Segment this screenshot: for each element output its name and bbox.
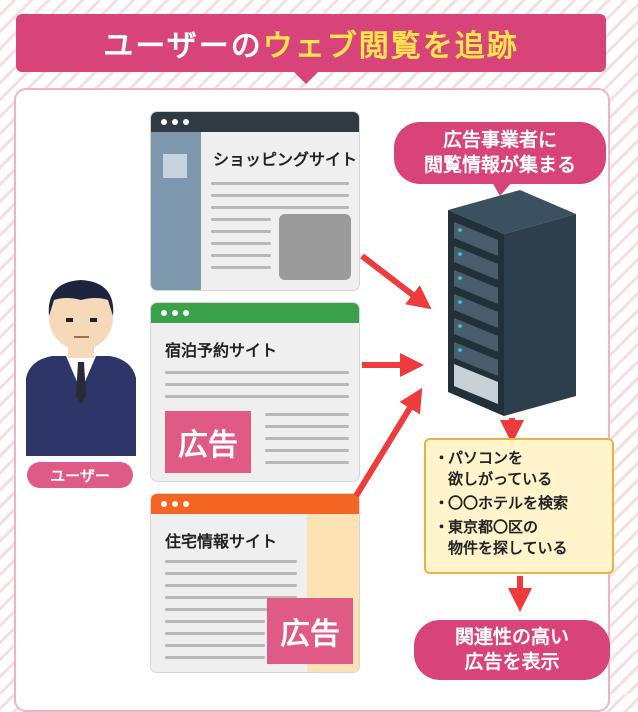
server-callout: 広告事業者に 閲覧情報が集まる	[394, 122, 606, 184]
ad-banner: 広告	[165, 411, 251, 473]
user-figure	[26, 280, 136, 456]
banner-pointer	[293, 71, 319, 84]
text-line	[211, 242, 271, 245]
server-callout-line-1: 広告事業者に	[442, 129, 557, 151]
text-line	[165, 656, 265, 659]
info-line: 物件を探している	[448, 539, 568, 557]
info-line: 欲しがっている	[448, 470, 553, 488]
info-bullet: ・	[434, 449, 450, 467]
callout-pointer	[492, 182, 512, 196]
window-dot-icon	[183, 310, 189, 316]
text-line	[165, 608, 297, 611]
window-dot-icon	[161, 310, 167, 316]
text-line	[211, 266, 271, 269]
browser-window-shopping: ショッピングサイト	[151, 112, 359, 290]
text-line	[165, 584, 297, 587]
info-line: パソコンを	[448, 449, 524, 467]
result-callout: 関連性の高い 広告を表示	[414, 620, 610, 680]
text-line	[265, 437, 349, 440]
text-line	[265, 425, 349, 428]
user-suit-icon	[26, 356, 136, 456]
text-line	[211, 182, 349, 185]
window-dot-icon	[161, 119, 167, 125]
result-callout-line-2: 広告を表示	[464, 651, 560, 673]
text-line	[165, 560, 297, 563]
server-rack-icon	[448, 190, 576, 416]
text-line	[165, 596, 297, 599]
text-line	[211, 206, 349, 209]
title-banner: ユーザーのウェブ閲覧を追跡	[16, 14, 606, 72]
window-dot-icon	[172, 119, 178, 125]
window-dot-icon	[172, 310, 178, 316]
text-line	[211, 218, 271, 221]
title-part-2: ウェブ閲覧を追跡	[262, 29, 519, 64]
user-tie-icon	[76, 362, 86, 404]
info-bullet: ・	[434, 518, 450, 536]
site-name-shopping: ショッピングサイト	[213, 150, 358, 169]
collected-info-box: ・ パソコンを 欲しがっている ・ 〇〇ホテルを検索 ・ 東京都〇区の 物件を探…	[424, 438, 614, 574]
title-part-1: ユーザーの	[103, 29, 263, 64]
browser-titlebar	[151, 494, 359, 514]
text-line	[211, 194, 349, 197]
text-line	[165, 620, 265, 623]
flow-arrows	[353, 253, 532, 612]
text-line	[265, 449, 349, 452]
browser-titlebar	[151, 303, 359, 323]
info-line: 東京都〇区の	[448, 518, 539, 536]
ad-banner: 広告	[267, 598, 353, 664]
browser-window-housing: 住宅情報サイト 広告	[151, 494, 359, 672]
text-line	[165, 395, 349, 398]
server-callout-line-2: 閲覧情報が集まる	[423, 154, 576, 176]
arrow-shopping-to-server	[360, 253, 432, 310]
window-dot-icon	[183, 501, 189, 507]
text-line	[211, 230, 271, 233]
user-label: ユーザー	[27, 462, 133, 488]
text-line	[211, 254, 271, 257]
browser-titlebar	[151, 112, 359, 132]
text-line	[265, 413, 349, 416]
product-image-placeholder	[279, 214, 351, 280]
browser-window-hotel: 宿泊予約サイト 広告	[151, 303, 359, 481]
text-line	[165, 371, 349, 374]
window-dot-icon	[161, 501, 167, 507]
info-line: 〇〇ホテルを検索	[448, 494, 569, 512]
site-name-housing: 住宅情報サイト	[165, 532, 278, 551]
text-line	[265, 461, 349, 464]
site-name-hotel: 宿泊予約サイト	[165, 341, 278, 360]
text-line	[165, 383, 349, 386]
text-line	[165, 632, 265, 635]
text-line	[165, 644, 265, 647]
text-line	[165, 572, 297, 575]
info-bullet: ・	[434, 494, 450, 512]
window-dot-icon	[183, 119, 189, 125]
info-item: ・ パソコンを 欲しがっている	[434, 448, 604, 490]
result-callout-line-1: 関連性の高い	[454, 626, 569, 648]
info-item: ・ 〇〇ホテルを検索	[434, 493, 604, 514]
user-hair-icon	[48, 280, 114, 316]
info-item: ・ 東京都〇区の 物件を探している	[434, 517, 604, 559]
window-dot-icon	[172, 501, 178, 507]
thumbnail-icon	[163, 154, 187, 178]
arrow-housing-to-server	[353, 387, 423, 498]
